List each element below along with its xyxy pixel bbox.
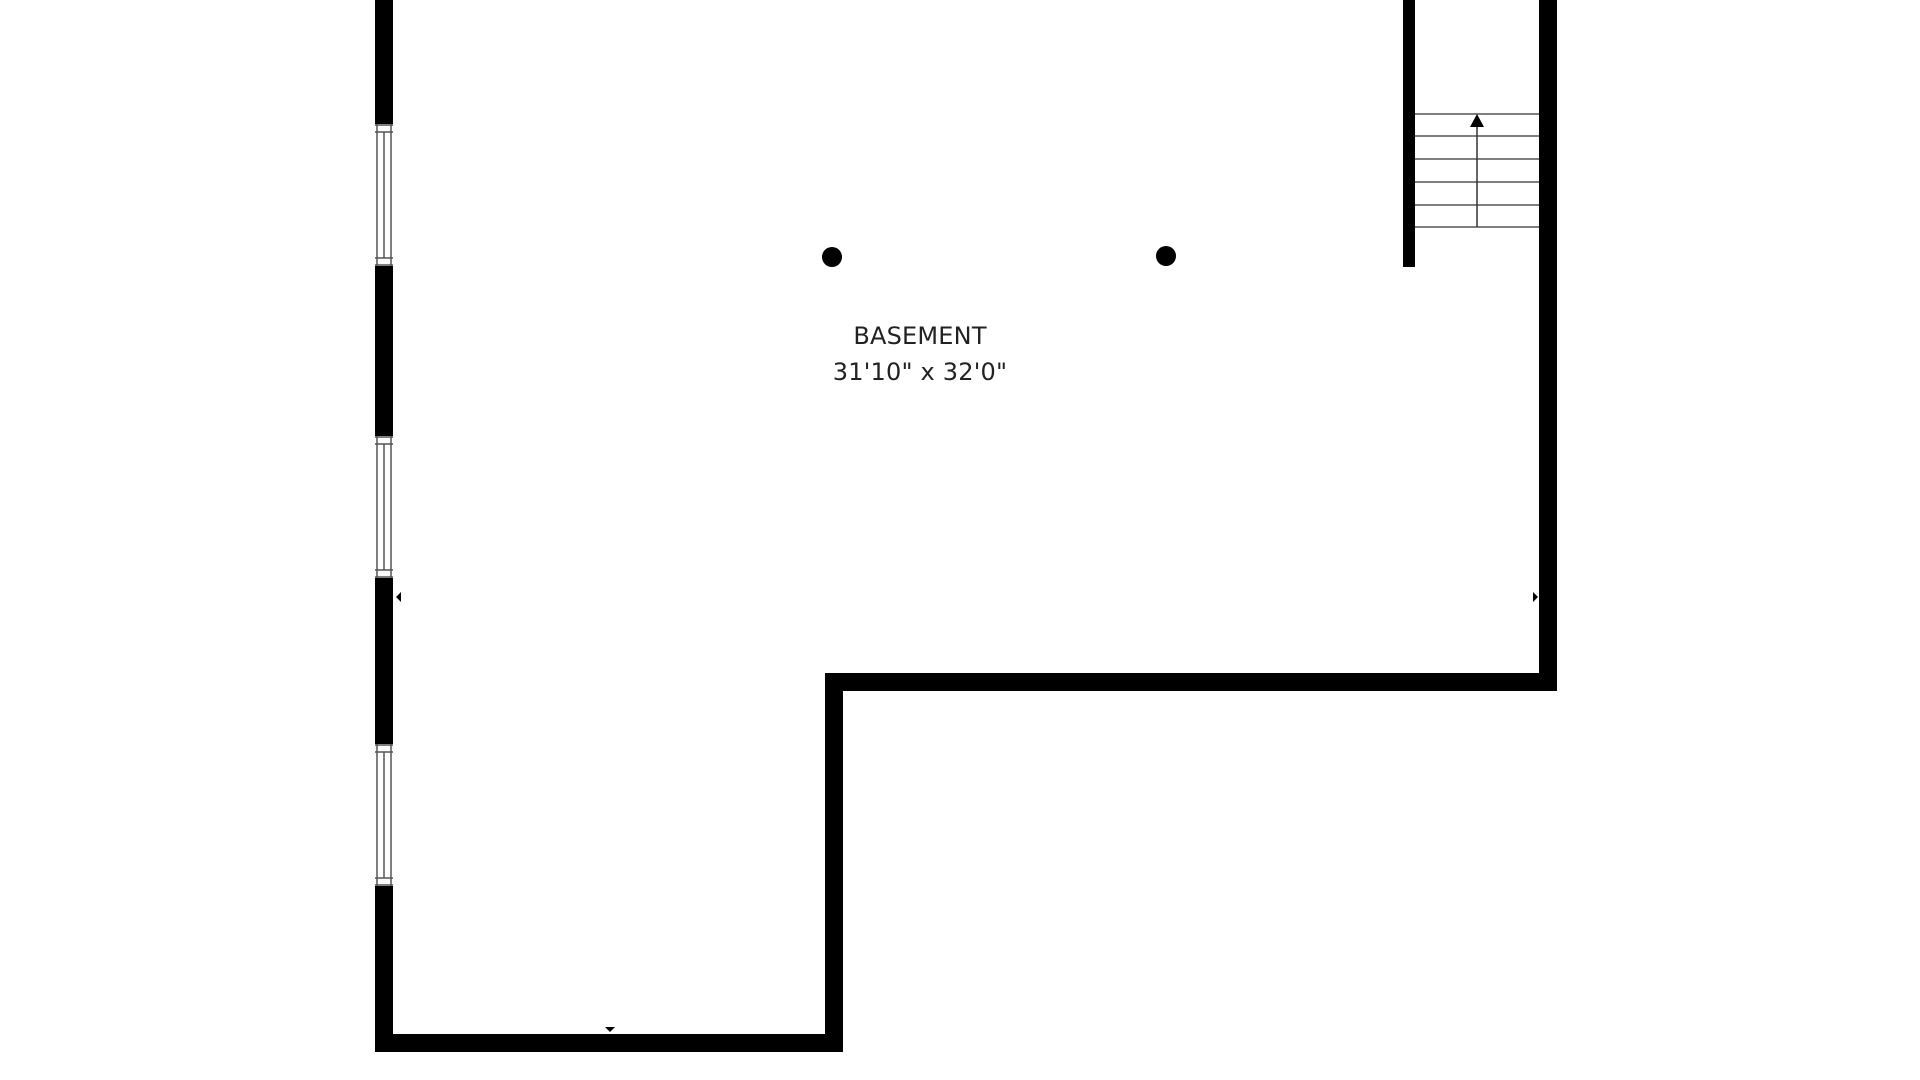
window-3 — [375, 744, 393, 886]
dimension-marker-icon — [605, 1027, 615, 1032]
staircase — [1415, 113, 1539, 228]
exterior-wall — [375, 0, 1557, 1052]
stair-wall — [1403, 0, 1415, 267]
support-column — [1156, 246, 1176, 266]
window-1 — [375, 124, 393, 266]
room-name: BASEMENT — [853, 322, 987, 350]
room-dimensions: 31'10" x 32'0" — [832, 358, 1008, 386]
dimension-marker-icon — [1533, 592, 1538, 602]
dimension-marker-icon — [396, 592, 401, 602]
support-column — [822, 247, 842, 267]
room-label: BASEMENT 31'10" x 32'0" — [820, 318, 1020, 390]
window-2 — [375, 436, 393, 578]
stair-up-arrowhead-icon — [1470, 114, 1484, 127]
